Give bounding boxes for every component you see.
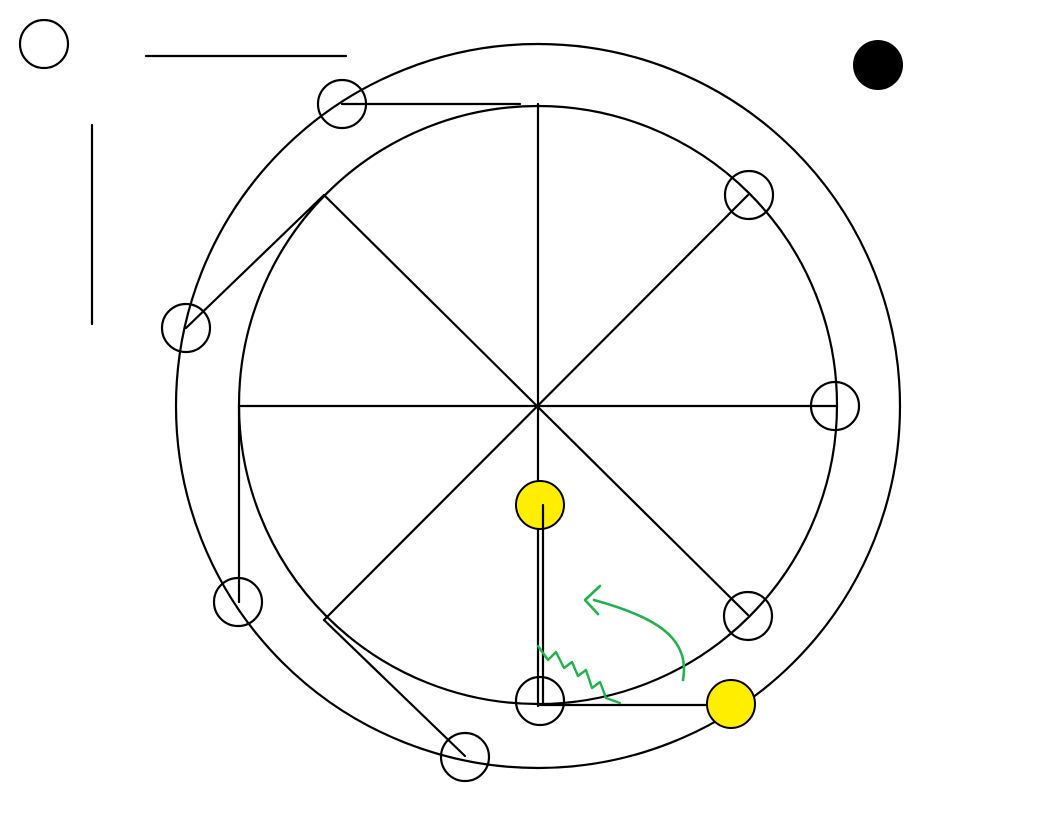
spoke-diagonal-up: [322, 193, 750, 622]
linkages-group: [184, 102, 733, 758]
rim-node: [722, 590, 774, 642]
rotation-arrowhead-icon: [583, 584, 602, 616]
filled-circle-icon: [853, 40, 903, 90]
rim-node: [316, 78, 368, 130]
rim-node: [212, 576, 264, 628]
linkage-upper-left: [184, 193, 326, 330]
spokes-group: [237, 102, 839, 708]
rim-node: [809, 380, 861, 432]
spoke-diagonal-down: [322, 193, 750, 617]
rim-nodes-group: [160, 78, 861, 783]
legend-group: [18, 18, 348, 326]
highlighted-hanging-mass: [515, 480, 565, 530]
rim-node: [514, 675, 566, 727]
rotation-arrow-icon: [592, 598, 686, 682]
outer-ring: [174, 42, 902, 770]
rim-node: [439, 731, 491, 783]
spring-zigzag-icon: [536, 644, 622, 705]
linkage-lower-left: [322, 618, 467, 758]
rim-node: [723, 169, 775, 221]
open-circle-icon: [18, 18, 70, 70]
highlighted-rim-mass: [706, 679, 756, 729]
rim-node: [160, 302, 212, 354]
